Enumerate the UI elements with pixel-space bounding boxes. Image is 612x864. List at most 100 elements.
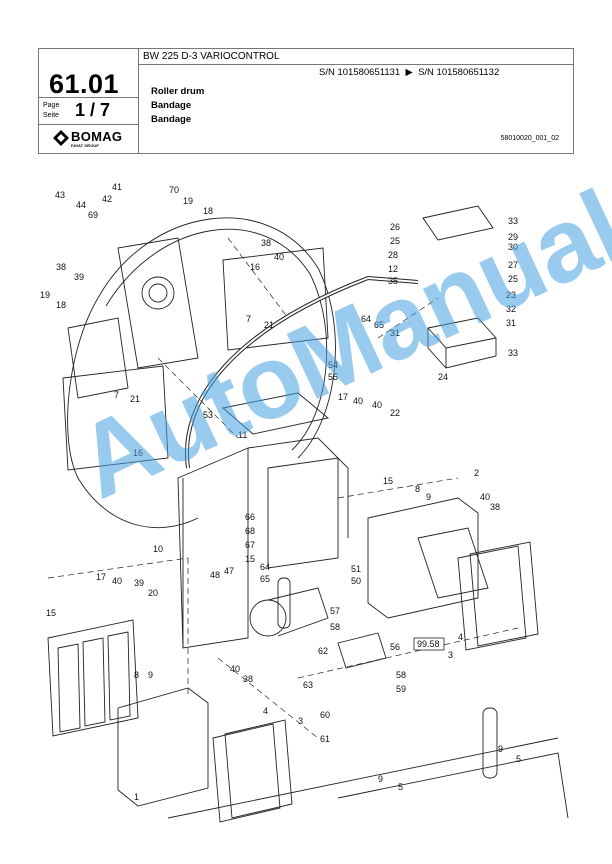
callout-7: 7 — [114, 390, 119, 400]
callout-25: 25 — [508, 274, 518, 284]
page-label-en: Page — [43, 102, 60, 109]
callout-54: 54 — [328, 360, 338, 370]
callout-3: 3 — [448, 650, 453, 660]
callout-9: 9 — [148, 670, 153, 680]
callout-44: 44 — [76, 200, 86, 210]
callout-10: 10 — [153, 544, 163, 554]
callout-48: 48 — [210, 570, 220, 580]
callout-66: 66 — [245, 512, 255, 522]
callout-53: 53 — [203, 410, 213, 420]
callout-1: 1 — [134, 792, 139, 802]
callout-59: 59 — [396, 684, 406, 694]
exploded-parts-diagram: 43 44 69 41 42 70 19 18 38 39 19 18 38 4… — [40, 182, 569, 823]
section-titles: Roller drum Bandage Bandage — [151, 85, 204, 127]
callout-30: 30 — [508, 242, 518, 252]
callout-5: 5 — [398, 782, 403, 792]
callout-26: 26 — [390, 222, 400, 232]
callout-43: 43 — [55, 190, 65, 200]
callout-9: 9 — [426, 492, 431, 502]
arrow-right-icon: ▶ — [402, 67, 416, 78]
callout-63: 63 — [303, 680, 313, 690]
section-code: 61.01 — [49, 69, 120, 99]
callout-40: 40 — [372, 400, 382, 410]
callout-15: 15 — [46, 608, 56, 618]
callout-4: 4 — [263, 706, 268, 716]
title-de: Bandage — [151, 100, 192, 111]
callout-64: 64 — [260, 562, 270, 572]
callout-55: 55 — [328, 372, 338, 382]
callout-7: 7 — [246, 314, 251, 324]
callout-25: 25 — [390, 236, 400, 246]
callout-65: 65 — [260, 574, 270, 584]
page-label-de: Seite — [43, 112, 59, 119]
callout-51: 51 — [351, 564, 361, 574]
callout-40: 40 — [353, 396, 363, 406]
callout-31: 31 — [506, 318, 516, 328]
callout-60: 60 — [320, 710, 330, 720]
title-block: 61.01 Page Seite 1 / 7 BOMAG FAYAT GROUP… — [38, 48, 574, 154]
callout-2: 2 — [474, 468, 479, 478]
callout-8: 8 — [415, 484, 420, 494]
callout-39: 39 — [134, 578, 144, 588]
callout-12: 12 — [388, 264, 398, 274]
callout-5: 5 — [516, 754, 521, 764]
callout-33: 33 — [508, 348, 518, 358]
document-reference: 58010020_001_02 — [500, 135, 559, 142]
callout-68: 68 — [245, 526, 255, 536]
callout-47: 47 — [224, 566, 234, 576]
callout-31: 31 — [390, 328, 400, 338]
callout-21: 21 — [264, 320, 274, 330]
callout-57: 57 — [330, 606, 340, 616]
callout-21: 21 — [130, 394, 140, 404]
title-en: Roller drum — [151, 86, 205, 97]
callout-40: 40 — [480, 492, 490, 502]
reference-box: 99.58 — [413, 637, 445, 651]
divider — [39, 97, 138, 98]
serial-to: S/N 101580651132 — [418, 67, 500, 78]
serial-range: S/N 101580651131 ▶ S/N 101580651132 — [319, 67, 499, 78]
callout-67: 67 — [245, 540, 255, 550]
callout-42: 42 — [102, 194, 112, 204]
callout-22: 22 — [390, 408, 400, 418]
callout-29: 29 — [508, 232, 518, 242]
title-fr: Bandage — [151, 114, 192, 125]
callout-19: 19 — [40, 290, 50, 300]
callout-27: 27 — [508, 260, 518, 270]
callout-64: 64 — [361, 314, 371, 324]
callout-16: 16 — [133, 448, 143, 458]
callout-40: 40 — [230, 664, 240, 674]
callout-50: 50 — [351, 576, 361, 586]
callout-3: 3 — [298, 716, 303, 726]
reference-box-text: 99.58 — [417, 639, 440, 649]
callout-16: 16 — [250, 262, 260, 272]
callout-17: 17 — [96, 572, 106, 582]
serial-from: S/N 101580651131 — [319, 67, 401, 78]
callout-70: 70 — [169, 185, 179, 195]
logo-subtext: FAYAT GROUP — [71, 143, 99, 148]
callout-24: 24 — [438, 372, 448, 382]
logo-text: BOMAG — [71, 129, 123, 144]
callout-58: 58 — [396, 670, 406, 680]
callout-19: 19 — [183, 196, 193, 206]
page-number: 1 / 7 — [75, 100, 111, 120]
callout-18: 18 — [56, 300, 66, 310]
callout-20: 20 — [148, 588, 158, 598]
callout-9: 9 — [498, 744, 503, 754]
callout-18: 18 — [203, 206, 213, 216]
callout-40: 40 — [112, 576, 122, 586]
callout-38: 38 — [243, 674, 253, 684]
callout-62: 62 — [318, 646, 328, 656]
bomag-logo-icon — [53, 130, 69, 146]
callout-23: 23 — [506, 290, 516, 300]
callout-65: 65 — [374, 320, 384, 330]
callout-28: 28 — [388, 250, 398, 260]
divider — [39, 124, 138, 125]
callout-61: 61 — [320, 734, 330, 744]
callout-32: 32 — [506, 304, 516, 314]
callout-41: 41 — [112, 182, 122, 192]
bomag-logo: BOMAG FAYAT GROUP — [51, 129, 131, 149]
callout-40: 40 — [274, 252, 284, 262]
callout-9: 9 — [378, 774, 383, 784]
drum-ring — [97, 217, 336, 459]
page-label: Page Seite — [43, 101, 59, 121]
